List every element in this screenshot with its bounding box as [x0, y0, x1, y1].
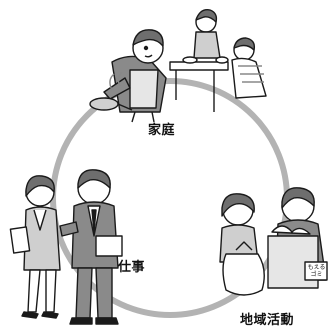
family-scene [89, 9, 267, 123]
label-family: 家庭 [148, 123, 176, 138]
community-scene [219, 187, 328, 296]
label-work: 仕事 [118, 260, 146, 275]
label-local-activity: 地域活動 [240, 313, 295, 328]
work-scene [9, 169, 123, 325]
box-sign-text: もえるゴミ [307, 264, 326, 278]
